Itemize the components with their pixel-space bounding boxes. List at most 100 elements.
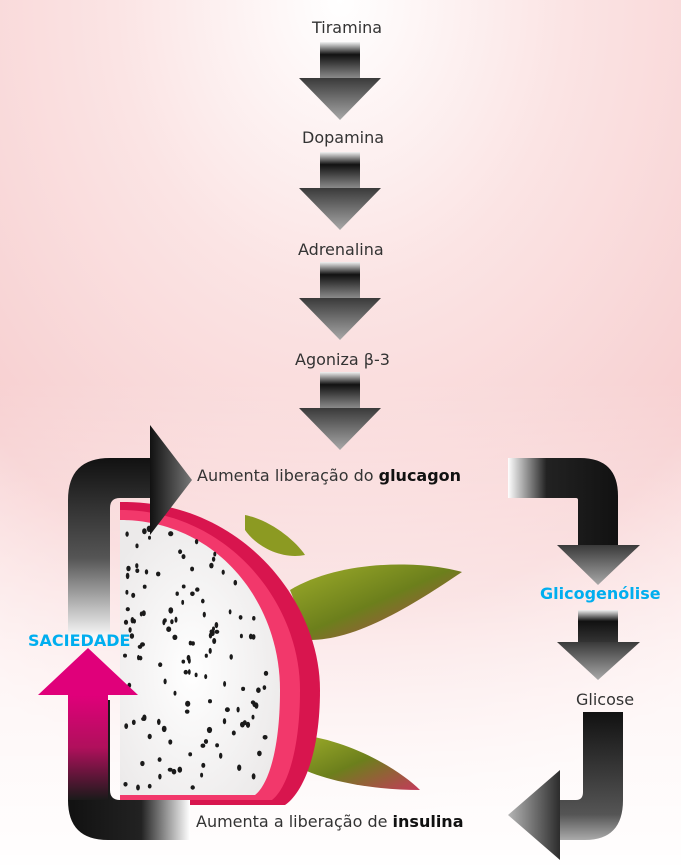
seed (135, 568, 139, 573)
seed (168, 607, 173, 613)
seed (223, 681, 226, 687)
label-dopamina: Dopamina (302, 128, 384, 148)
seed (215, 630, 220, 634)
seed (157, 719, 161, 725)
seed (237, 765, 241, 771)
seed (124, 723, 128, 729)
seed (195, 539, 198, 544)
label-insulina: Aumenta a liberação de insulina (196, 812, 464, 832)
seed (246, 722, 250, 728)
seed (200, 773, 203, 778)
seed (256, 687, 261, 693)
seed (201, 599, 205, 604)
seed (125, 590, 128, 595)
label-adrenalina: Adrenalina (298, 240, 384, 260)
seed (158, 774, 161, 780)
seed (219, 753, 222, 759)
seed (148, 734, 152, 739)
label-agoniza: Agoniza β-3 (295, 350, 390, 370)
seed (213, 552, 216, 557)
seed (135, 563, 138, 568)
label-glucagon: Aumenta liberação do glucagon (197, 466, 461, 486)
seed (263, 735, 268, 740)
seed (191, 641, 195, 645)
seed (168, 531, 173, 536)
seed (215, 743, 219, 747)
seed (185, 710, 190, 714)
seed (126, 566, 130, 572)
seed (229, 609, 232, 614)
seed (252, 616, 255, 621)
seed (188, 752, 192, 756)
seed (148, 784, 152, 789)
seed (125, 531, 128, 536)
seed (174, 691, 177, 696)
seed (176, 592, 179, 596)
seed (234, 580, 238, 586)
seed (136, 785, 140, 791)
insulina-bold: insulina (393, 812, 464, 831)
seed (158, 757, 162, 762)
seed (232, 731, 236, 736)
seed (201, 744, 206, 748)
seed (168, 739, 172, 744)
label-glicose: Glicose (576, 690, 634, 710)
seed (201, 763, 205, 768)
seed (145, 569, 148, 574)
label-glicogenolise: Glicogenólise (540, 584, 661, 604)
seed (132, 720, 136, 725)
seed (239, 615, 243, 620)
seed (126, 573, 130, 579)
seed (164, 679, 167, 685)
seed (190, 567, 194, 572)
seed (207, 727, 212, 733)
seed (123, 782, 127, 787)
seed (140, 761, 144, 766)
seed (143, 585, 147, 589)
seed (123, 654, 127, 658)
label-saciedade: SACIEDADE (28, 631, 130, 651)
seed (188, 669, 191, 675)
seed (184, 670, 188, 675)
seed (131, 617, 135, 623)
seed (181, 600, 184, 605)
seed (264, 671, 268, 676)
seed (142, 528, 147, 534)
seed (240, 634, 243, 639)
seed (251, 700, 255, 704)
seed (185, 701, 190, 707)
seed (212, 557, 215, 562)
seed (162, 726, 167, 732)
seed (222, 570, 225, 575)
seed (209, 648, 212, 654)
seed (225, 707, 230, 712)
seed (182, 585, 186, 589)
seed (168, 768, 173, 772)
seed (237, 707, 240, 713)
seed (205, 654, 208, 658)
seed (158, 662, 162, 667)
seed (257, 751, 262, 757)
seed (212, 638, 216, 644)
seed (137, 655, 140, 660)
glucagon-bold: glucagon (379, 466, 461, 485)
seed (209, 563, 213, 569)
seed (223, 718, 226, 724)
seed (170, 619, 173, 624)
seed (263, 685, 267, 690)
seed (187, 655, 191, 661)
seed (212, 627, 215, 631)
seed (230, 654, 233, 660)
seed (204, 674, 207, 679)
seed (249, 634, 253, 640)
seed (163, 618, 167, 622)
seed (135, 544, 138, 549)
seed (178, 549, 182, 554)
seed (175, 617, 178, 623)
seed (178, 767, 183, 773)
seed (138, 645, 143, 649)
seed (252, 773, 256, 779)
seed (252, 715, 255, 720)
seed (195, 587, 199, 591)
seed (240, 722, 245, 728)
